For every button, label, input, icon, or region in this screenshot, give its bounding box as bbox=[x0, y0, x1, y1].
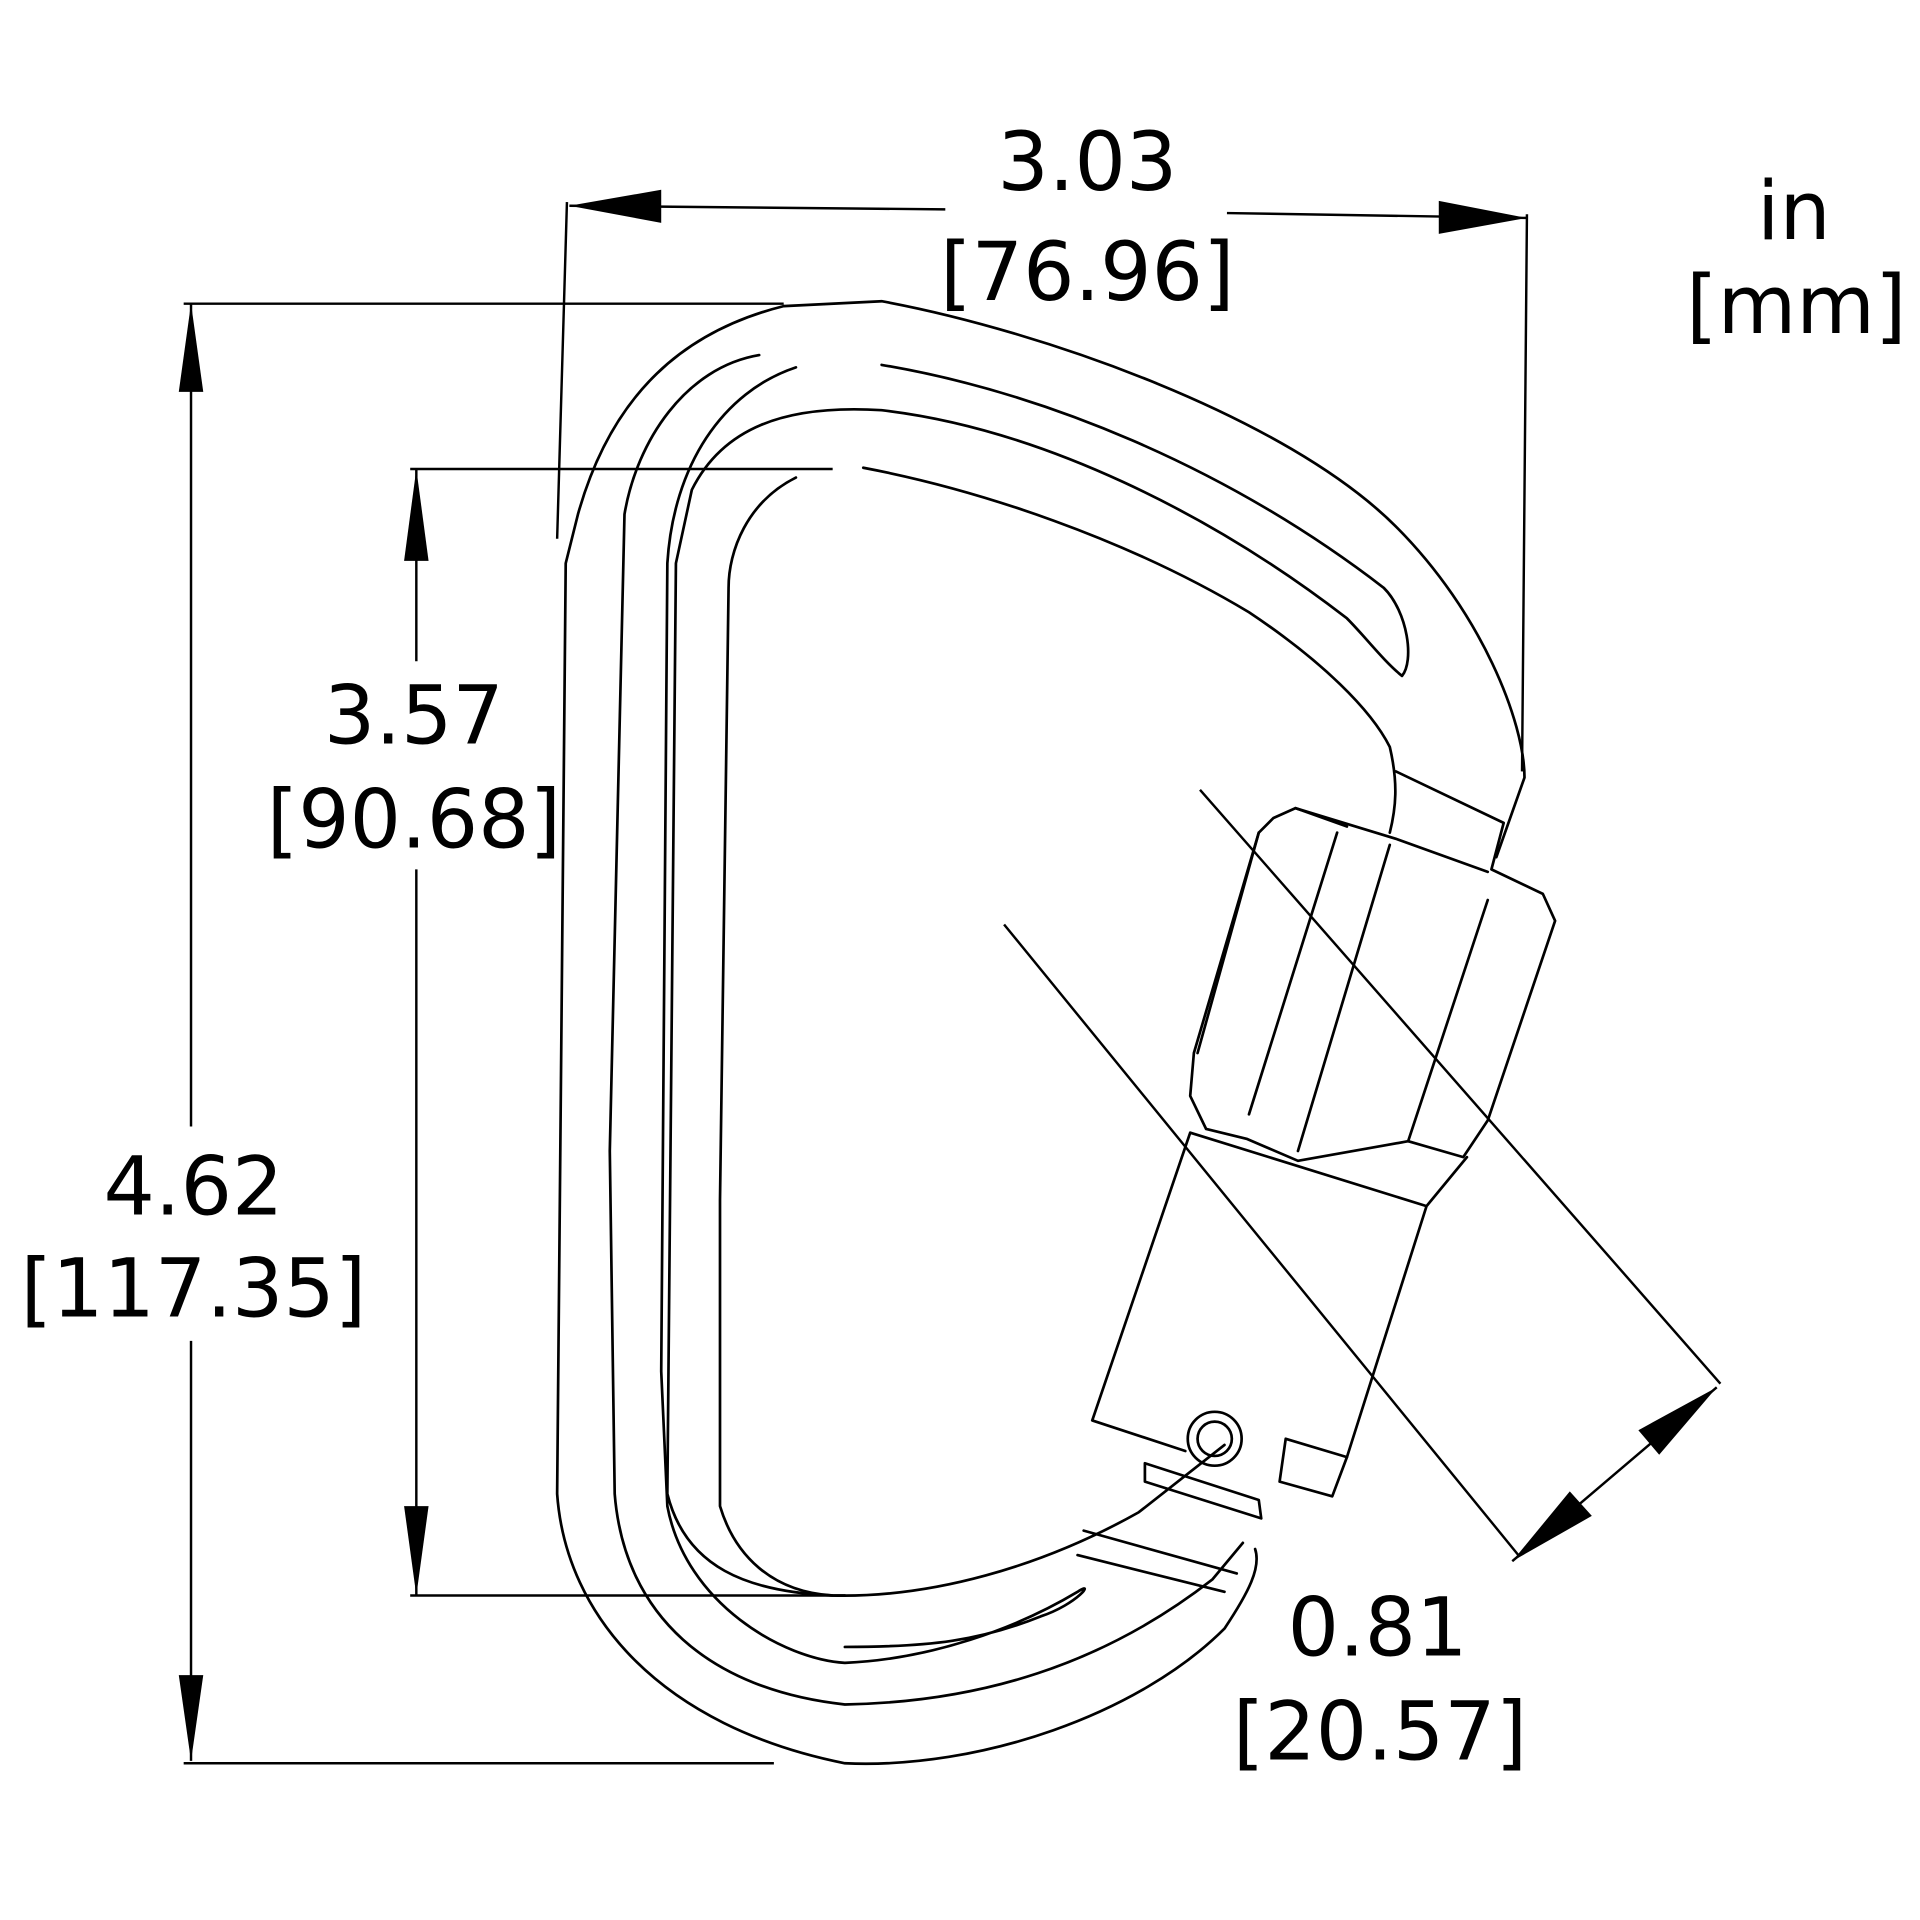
gate-height-mm-label: [90.68] bbox=[267, 773, 561, 867]
width-dimension: 3.03 [76.96] bbox=[555, 116, 1529, 772]
units-legend: in [mm] bbox=[1686, 165, 1906, 353]
gate-height-in-label: 3.57 bbox=[324, 669, 504, 763]
arrow-up-right-icon bbox=[1638, 1387, 1717, 1455]
width-in-label: 3.03 bbox=[997, 116, 1177, 210]
width-mm-label: [76.96] bbox=[940, 226, 1234, 320]
units-secondary-label: [mm] bbox=[1686, 259, 1906, 353]
overall-height-mm-label: [117.35] bbox=[21, 1242, 367, 1336]
arrow-right-icon bbox=[1438, 200, 1527, 234]
arrow-down-icon bbox=[404, 1506, 429, 1596]
arrow-up-icon bbox=[178, 303, 204, 392]
overall-height-dimension: 4.62 [117.35] bbox=[21, 302, 784, 1765]
arrow-up-icon bbox=[404, 468, 429, 561]
carabiner-outline bbox=[555, 299, 1526, 1766]
gate-height-dimension: 3.57 [90.68] bbox=[267, 467, 833, 1597]
gate-clearance-in-label: 0.81 bbox=[1288, 1582, 1468, 1676]
gate-clearance-dimension: 0.81 [20.57] bbox=[1003, 788, 1722, 1780]
locking-gate bbox=[1090, 770, 1557, 1520]
arrow-down-icon bbox=[178, 1675, 204, 1761]
units-primary-label: in bbox=[1757, 165, 1831, 259]
arrow-left-icon bbox=[569, 189, 662, 223]
overall-height-in-label: 4.62 bbox=[104, 1141, 284, 1235]
arrow-down-left-icon bbox=[1512, 1491, 1592, 1562]
gate-clearance-mm-label: [20.57] bbox=[1233, 1686, 1527, 1780]
